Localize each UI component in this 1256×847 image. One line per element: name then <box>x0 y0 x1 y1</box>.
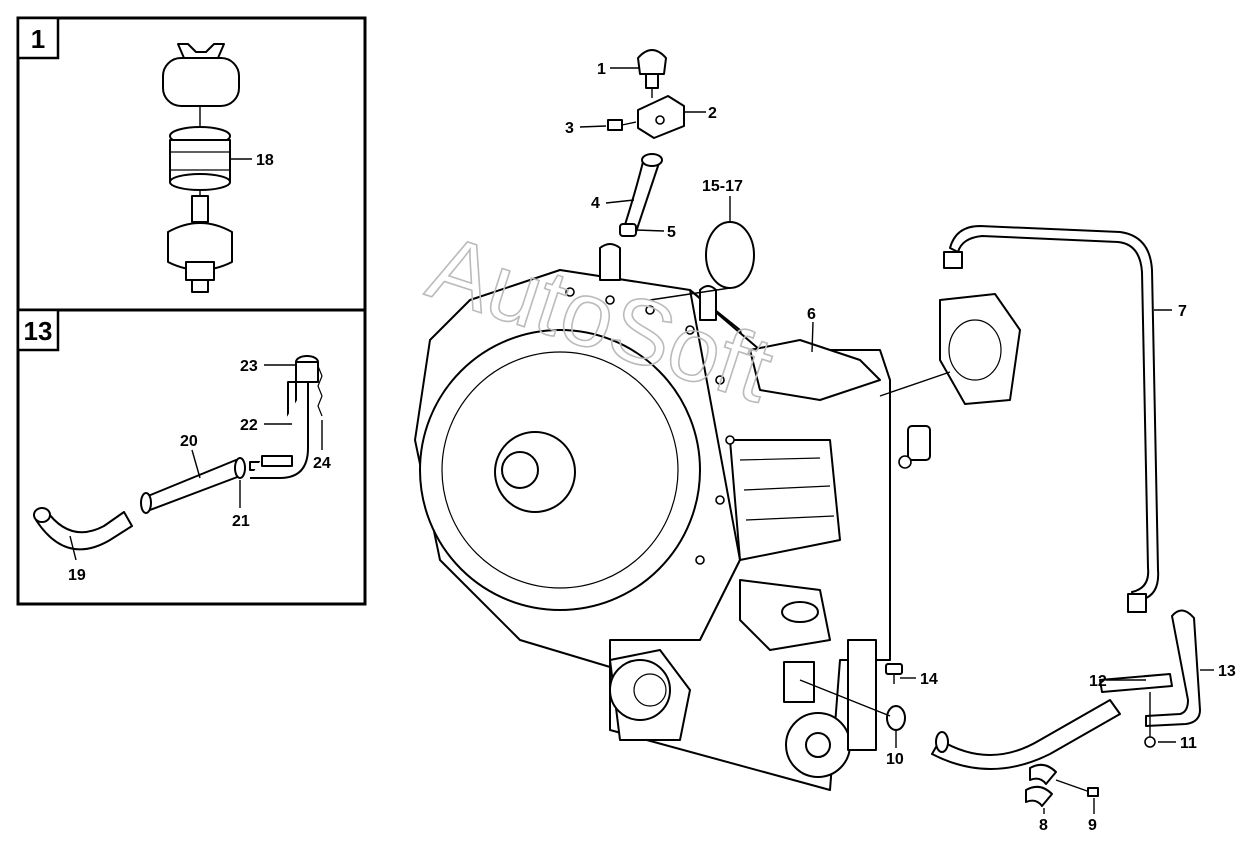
callout-12: 12 <box>1089 673 1107 690</box>
callout-5: 5 <box>667 224 676 241</box>
callout-10: 10 <box>886 751 904 768</box>
hose-part <box>140 457 246 514</box>
inset-box-13: 13 23 22 24 20 21 19 <box>16 308 367 606</box>
breather-hose-part <box>619 153 663 237</box>
bolt-part <box>607 119 637 131</box>
callout-11: 11 <box>1180 735 1197 752</box>
callout-23: 23 <box>240 358 258 375</box>
pipe-part <box>943 225 1160 613</box>
filter-element-part <box>169 126 231 218</box>
callout-4: 4 <box>591 195 600 212</box>
callout-18: 18 <box>256 152 274 169</box>
elbow-hose-part <box>33 507 133 551</box>
breather-cap-part <box>162 43 240 128</box>
transmission-assembly <box>414 243 931 791</box>
callout-9: 9 <box>1088 817 1097 834</box>
callout-6: 6 <box>807 306 816 323</box>
callout-3: 3 <box>565 120 574 137</box>
callout-2: 2 <box>708 105 717 122</box>
callout-20: 20 <box>180 433 198 450</box>
cover-gasket-part <box>939 293 1021 405</box>
inset-box-1-number: 1 <box>31 24 45 54</box>
o-ring-part <box>705 221 755 289</box>
callout-7: 7 <box>1178 303 1187 320</box>
breather-cap-top-part <box>637 49 667 98</box>
callout-8: 8 <box>1039 817 1048 834</box>
clamp-part <box>1025 763 1099 807</box>
filter-base-part <box>167 195 233 293</box>
bracket-part <box>637 95 685 139</box>
dipstick-tube-main-part <box>931 609 1201 770</box>
callout-13: 13 <box>1218 663 1236 680</box>
inset-box-13-number: 13 <box>24 316 53 346</box>
callout-15-17: 15-17 <box>702 178 743 195</box>
callout-14: 14 <box>920 671 938 688</box>
breather-fitting-part <box>885 663 903 684</box>
sealing-washer-part <box>886 705 906 731</box>
callout-24: 24 <box>313 455 331 472</box>
callout-leaders <box>579 67 1214 814</box>
inset-box-1: 1 18 <box>16 16 367 312</box>
callout-21: 21 <box>232 513 250 530</box>
callout-22: 22 <box>240 417 258 434</box>
dipstick-tube-part <box>249 355 323 479</box>
callout-1: 1 <box>597 61 606 78</box>
callout-19: 19 <box>68 567 86 584</box>
